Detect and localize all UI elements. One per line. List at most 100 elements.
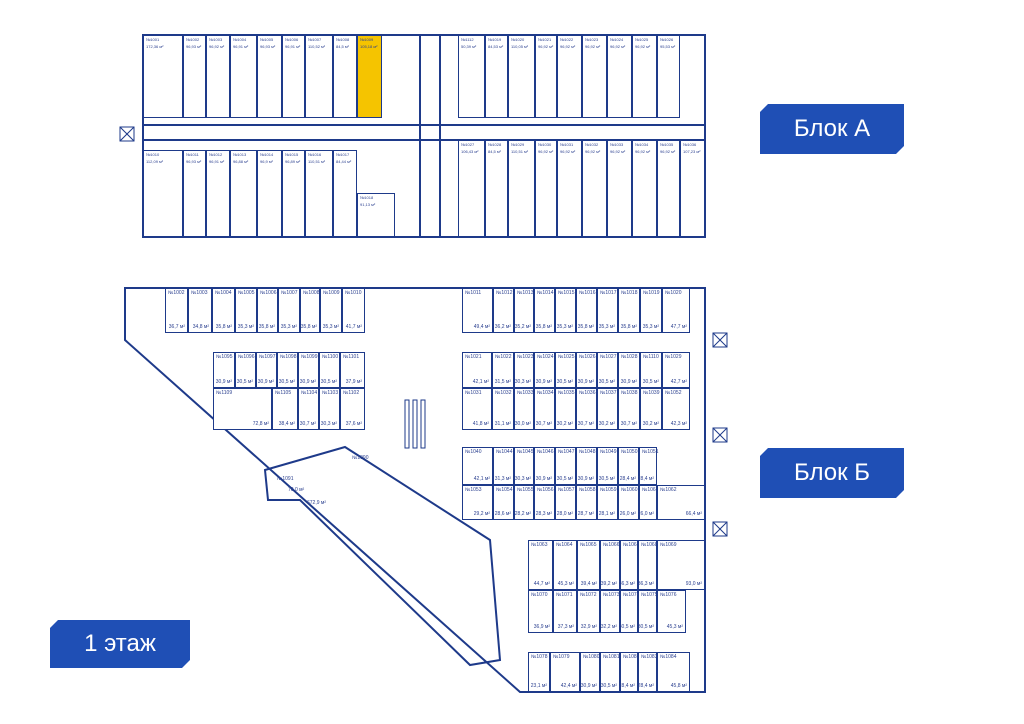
unit-1015[interactable]: №101535,3 м²	[555, 288, 576, 333]
unit-1030[interactable]: №103096,92 м²	[535, 140, 557, 237]
unit-1102[interactable]: №110237,6 м²	[340, 388, 365, 430]
unit-1112[interactable]: №111250,39 м²	[458, 35, 485, 118]
unit-1019[interactable]: №101984,53 м²	[485, 35, 508, 118]
unit-1037[interactable]: №103730,2 м²	[597, 388, 618, 430]
unit-1051[interactable]: №105128,4 м²	[638, 447, 659, 485]
unit-1072[interactable]: №107232,9 м²	[577, 590, 600, 633]
unit-1032[interactable]: №103296,92 м²	[582, 140, 607, 237]
unit-1007[interactable]: №1007110,52 м²	[305, 35, 333, 118]
unit-1035[interactable]: №103596,92 м²	[657, 140, 680, 237]
unit-1047[interactable]: №104730,5 м²	[555, 447, 576, 485]
unit-1031[interactable]: №103141,8 м²	[462, 388, 492, 430]
unit-1014[interactable]: №101435,8 м²	[534, 288, 555, 333]
unit-1004[interactable]: №100496,91 м²	[230, 35, 257, 118]
unit-1015[interactable]: №101596,89 м²	[282, 150, 305, 237]
unit-1028[interactable]: №102884,5 м²	[485, 140, 508, 237]
unit-1055[interactable]: №105528,2 м²	[514, 485, 534, 520]
unit-1007[interactable]: №100735,3 м²	[278, 288, 300, 333]
unit-1033[interactable]: №103396,92 м²	[607, 140, 632, 237]
unit-1017[interactable]: №101784,44 м²	[333, 150, 357, 237]
unit-1004[interactable]: №100435,8 м²	[212, 288, 235, 333]
unit-1017[interactable]: №101735,3 м²	[597, 288, 618, 333]
unit-1080[interactable]: №108030,9 м²	[580, 652, 600, 692]
unit-1074[interactable]: №107430,5 м²	[619, 590, 640, 633]
unit-1070[interactable]: №107036,9 м²	[528, 590, 553, 633]
unit-1013[interactable]: №101335,2 м²	[514, 288, 534, 333]
unit-1062[interactable]: №106266,4 м²	[657, 485, 705, 520]
unit-1064[interactable]: №106445,3 м²	[553, 540, 577, 590]
unit-1063[interactable]: №106344,7 м²	[528, 540, 553, 590]
unit-1075[interactable]: №107530,5 м²	[638, 590, 658, 633]
unit-1011[interactable]: №101196,93 м²	[183, 150, 206, 237]
unit-1053[interactable]: №105329,2 м²	[462, 485, 493, 520]
unit-1005[interactable]: №100535,3 м²	[235, 288, 257, 333]
unit-1024[interactable]: №102496,92 м²	[607, 35, 632, 118]
unit-1100[interactable]: №110030,5 м²	[319, 352, 340, 388]
unit-1018[interactable]: №101835,8 м²	[618, 288, 640, 333]
unit-1008[interactable]: №100884,5 м²	[333, 35, 357, 118]
unit-1026[interactable]: №102695,53 м²	[657, 35, 680, 118]
unit-1038[interactable]: №103830,7 м²	[618, 388, 640, 430]
unit-1033[interactable]: №103330,0 м²	[514, 388, 534, 430]
unit-1039[interactable]: №103930,2 м²	[640, 388, 662, 430]
unit-1034[interactable]: №103430,7 м²	[534, 388, 555, 430]
unit-1052[interactable]: №105242,3 м²	[662, 388, 690, 430]
unit-1040[interactable]: №104042,1 м²	[462, 447, 493, 485]
unit-1025[interactable]: №102596,92 м²	[632, 35, 657, 118]
unit-1057[interactable]: №105728,0 м²	[555, 485, 576, 520]
unit-1082[interactable]: №108228,4 м²	[619, 652, 640, 692]
unit-1034[interactable]: №103496,92 м²	[632, 140, 657, 237]
unit-1009[interactable]: №100935,3 м²	[320, 288, 342, 333]
unit-1065[interactable]: №106539,4 м²	[577, 540, 600, 590]
unit-1013[interactable]: №101396,88 м²	[230, 150, 257, 237]
unit-1067[interactable]: №106736,3 м²	[619, 540, 640, 590]
unit-1079[interactable]: №107942,4 м²	[550, 652, 580, 692]
unit-1103[interactable]: №110330,3 м²	[319, 388, 340, 430]
unit-1078[interactable]: №107823,1 м²	[528, 652, 550, 692]
unit-1071[interactable]: №107137,3 м²	[553, 590, 577, 633]
unit-1048[interactable]: №104830,9 м²	[576, 447, 597, 485]
unit-1022[interactable]: №102296,92 м²	[557, 35, 582, 118]
unit-1104[interactable]: №110430,7 м²	[298, 388, 319, 430]
unit-1045[interactable]: №104530,3 м²	[514, 447, 534, 485]
unit-1083[interactable]: №108328,4 м²	[638, 652, 658, 692]
unit-1024[interactable]: №102430,9 м²	[534, 352, 555, 388]
unit-1029[interactable]: №1029110,51 м²	[508, 140, 535, 237]
unit-1099[interactable]: №109930,9 м²	[298, 352, 319, 388]
unit-1084[interactable]: №108445,8 м²	[657, 652, 690, 692]
unit-1022[interactable]: №102231,5 м²	[492, 352, 514, 388]
unit-1054[interactable]: №105428,6 м²	[493, 485, 514, 520]
unit-1066[interactable]: №106639,2 м²	[600, 540, 620, 590]
unit-1032[interactable]: №103231,1 м²	[492, 388, 514, 430]
unit-1035[interactable]: №103530,2 м²	[555, 388, 576, 430]
unit-1029[interactable]: №102942,7 м²	[662, 352, 690, 388]
unit-1049[interactable]: №104930,5 м²	[597, 447, 618, 485]
unit-1076[interactable]: №107645,3 м²	[657, 590, 686, 633]
unit-1010[interactable]: №101041,7 м²	[342, 288, 365, 333]
unit-1027[interactable]: №1027106,43 м²	[458, 140, 485, 237]
unit-1010[interactable]: №1010112,09 м²	[143, 150, 183, 237]
unit-1036[interactable]: №103630,7 м²	[576, 388, 597, 430]
unit-1006[interactable]: №100696,91 м²	[282, 35, 305, 118]
unit-1101[interactable]: №110137,9 м²	[340, 352, 365, 388]
unit-1081[interactable]: №108130,5 м²	[600, 652, 620, 692]
unit-1027[interactable]: №102730,5 м²	[597, 352, 618, 388]
unit-1011[interactable]: №101149,4 м²	[462, 288, 493, 333]
unit-1060[interactable]: №106026,0 м²	[618, 485, 639, 520]
unit-1073[interactable]: №107332,2 м²	[600, 590, 620, 633]
unit-1068[interactable]: №106836,3 м²	[638, 540, 658, 590]
unit-1028[interactable]: №102830,9 м²	[618, 352, 640, 388]
unit-1021[interactable]: №102142,1 м²	[462, 352, 492, 388]
unit-1009[interactable]: №1009105,18 м²	[357, 35, 382, 118]
unit-1008[interactable]: №100835,8 м²	[300, 288, 320, 333]
unit-1005[interactable]: №100596,93 м²	[257, 35, 282, 118]
unit-1014[interactable]: №101496,9 м²	[257, 150, 282, 237]
unit-1012[interactable]: №101296,91 м²	[206, 150, 230, 237]
unit-1109[interactable]: №110972,8 м²	[213, 388, 272, 430]
unit-1026[interactable]: №102630,9 м²	[576, 352, 597, 388]
unit-1019[interactable]: №101935,3 м²	[640, 288, 662, 333]
unit-1056[interactable]: №105628,3 м²	[534, 485, 555, 520]
unit-1012[interactable]: №101236,2 м²	[493, 288, 514, 333]
unit-1069[interactable]: №106993,0 м²	[657, 540, 705, 590]
unit-1003[interactable]: №100334,8 м²	[188, 288, 212, 333]
